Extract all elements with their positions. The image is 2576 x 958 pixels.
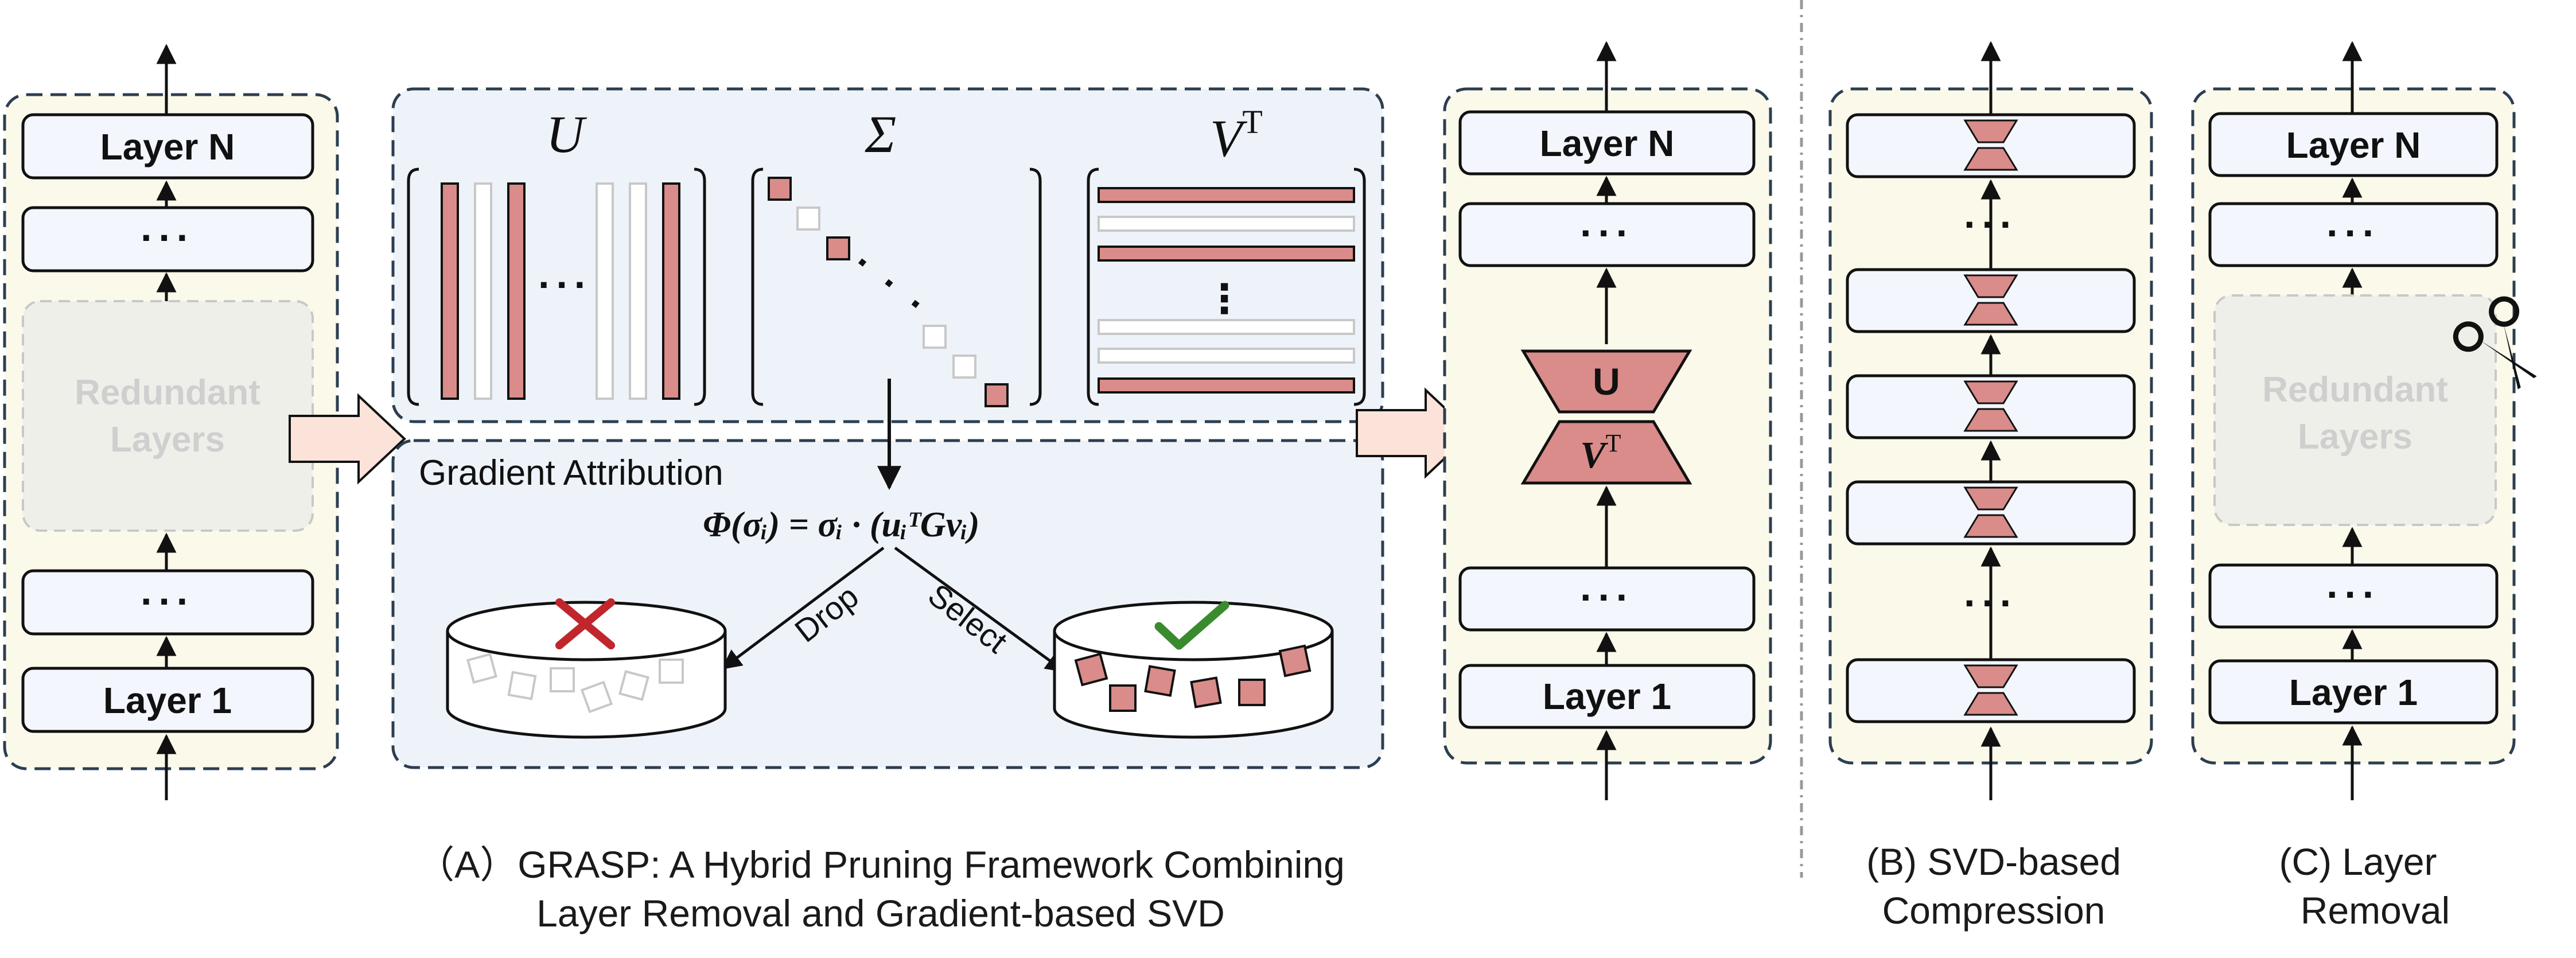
caption-b-line2: Compression — [1882, 889, 2106, 932]
dots-label: ··· — [141, 579, 194, 624]
layer-n-block: Layer N — [1458, 110, 1756, 176]
drop-bin — [446, 598, 727, 739]
compressed-layer-block — [1846, 374, 2136, 439]
vt-matrix-title: VT — [1210, 103, 1263, 168]
layer-removal-panel: Layer N ··· Redundant Layers ··· Layer 1 — [2191, 41, 2537, 800]
caption-a-line2: Layer Removal and Gradient-based SVD — [536, 892, 1225, 934]
sigma-matrix-title: Σ — [865, 105, 897, 163]
red-cross-icon — [555, 598, 615, 649]
vt-trapezoid — [1963, 408, 2018, 432]
input-model-panel: Layer N ··· Redundant Layers ··· Layer 1 — [3, 44, 339, 800]
dots-label: ··· — [141, 215, 194, 260]
vt-trapezoid — [1963, 692, 2018, 716]
dots-label: ··· — [1580, 211, 1634, 255]
caption-c-line1: (C) Layer — [2279, 840, 2437, 883]
vt-trapezoid — [1963, 147, 2018, 171]
output-model-panel: Layer N ··· U VT ··· Layer 1 — [1443, 41, 1772, 800]
vt-trapezoid — [1963, 302, 2018, 326]
vt-trapezoid — [1963, 514, 2018, 538]
caption-c-line2: Removal — [2301, 889, 2450, 932]
dots-block-top: ··· — [2208, 202, 2499, 267]
vt-ellipsis: ⋮ — [1204, 277, 1249, 321]
u-trapezoid — [1963, 486, 2018, 511]
redundant-label-line2: Layers — [110, 420, 225, 459]
layer-n-label: Layer N — [1540, 123, 1675, 164]
redundant-label-line2: Layers — [2298, 417, 2412, 457]
gradient-attribution-panel: Gradient Attribution Φ(σᵢ) = σᵢ · (uᵢᵀGv… — [391, 379, 1384, 769]
low-rank-u-trapezoid: U — [1520, 349, 1692, 414]
low-rank-vt-trapezoid: VT — [1520, 420, 1692, 485]
layer-1-label: Layer 1 — [103, 680, 232, 721]
dots-label: ··· — [1964, 202, 2018, 247]
redundant-layers-block: Redundant Layers — [2213, 294, 2497, 526]
dots-block-bottom: ··· — [2208, 563, 2499, 629]
u-ellipsis: ··· — [538, 262, 592, 307]
dots-block-bottom: ··· — [21, 569, 314, 636]
layer-1-block: Layer 1 — [1458, 664, 1756, 729]
compressed-layer-block — [1846, 658, 2136, 723]
vt-factor-label: VT — [1581, 429, 1621, 476]
u-trapezoid — [1963, 274, 2018, 298]
scissors-icon — [2453, 296, 2537, 390]
redundant-label-line1: Redundant — [2262, 370, 2448, 410]
compressed-layer-block — [1846, 268, 2136, 333]
vt-matrix: ⋮ — [1087, 168, 1366, 406]
u-trapezoid — [1963, 380, 2018, 404]
svd-decomposition-panel: U Σ VT ··· · · · — [391, 87, 1384, 423]
layer-n-block: Layer N — [21, 113, 314, 180]
dots-label: ··· — [1964, 581, 2018, 625]
dots-label: ··· — [2326, 211, 2380, 255]
layer-n-label: Layer N — [100, 126, 235, 168]
select-bin — [1053, 601, 1334, 739]
layer-1-block: Layer 1 — [21, 667, 314, 733]
attribution-formula: Φ(σᵢ) = σᵢ · (uᵢᵀGvᵢ) — [703, 505, 979, 544]
layer-n-block: Layer N — [2208, 112, 2499, 177]
layer-n-label: Layer N — [2286, 124, 2421, 166]
u-trapezoid — [1963, 119, 2018, 143]
caption-b-line1: (B) SVD-based — [1866, 840, 2121, 883]
dots-block-top: ··· — [1458, 202, 1756, 267]
green-check-icon — [1154, 601, 1229, 650]
dots-block-bottom: ··· — [1458, 566, 1756, 632]
redundant-layers-block: Redundant Layers — [22, 300, 314, 532]
u-matrix: ··· — [407, 168, 706, 406]
u-matrix-title: U — [546, 105, 587, 163]
dots-block-top: ··· — [21, 206, 314, 272]
compressed-layer-block — [1846, 113, 2136, 178]
dots-label: ··· — [1580, 575, 1634, 620]
redundant-label-line1: Redundant — [75, 373, 260, 412]
flow-arrow-left — [289, 393, 406, 485]
layer-1-block: Layer 1 — [2208, 659, 2499, 725]
layer-1-label: Layer 1 — [2289, 672, 2418, 713]
caption-a-line1: （A）GRASP: A Hybrid Pruning Framework Com… — [417, 843, 1345, 886]
layer-1-label: Layer 1 — [1543, 676, 1671, 717]
svd-compression-panel: ··· ··· — [1828, 41, 2153, 800]
u-factor-label: U — [1593, 360, 1620, 403]
u-trapezoid — [1963, 664, 2018, 688]
compressed-layer-block — [1846, 480, 2136, 546]
gradient-attribution-title: Gradient Attribution — [419, 453, 723, 493]
dots-label: ··· — [2326, 572, 2380, 617]
